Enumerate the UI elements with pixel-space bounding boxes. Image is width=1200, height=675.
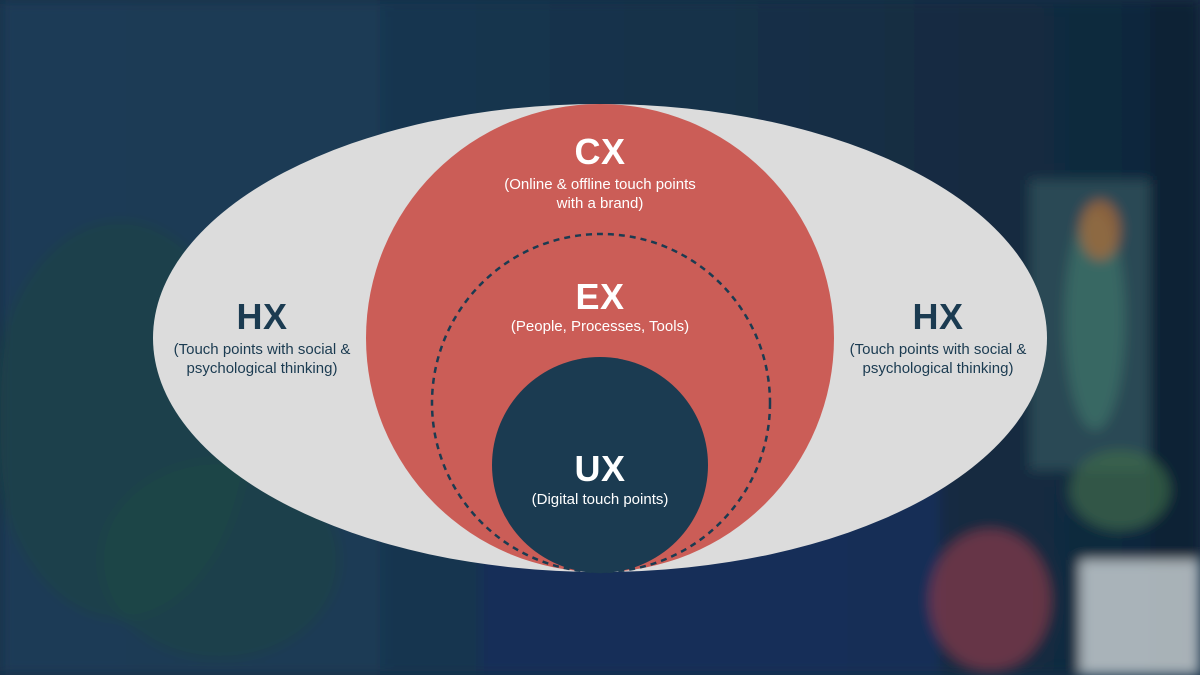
ex-title: EX [575,276,624,317]
hx-right-line2: psychological thinking) [863,360,1014,377]
hx-right-title: HX [912,296,963,337]
hx-left-line1: (Touch points with social & [174,341,351,358]
cx-line1: (Online & offline touch points [504,176,696,193]
ux-title: UX [574,448,625,489]
hx-left-title: HX [236,296,287,337]
hx-right-line1: (Touch points with social & [850,341,1027,358]
cx-line2: with a brand) [556,195,644,212]
ux-line1: (Digital touch points) [532,491,669,508]
ux-circle [492,357,708,573]
cx-title: CX [574,131,625,172]
cx-circle [366,104,834,572]
hx-left-line2: psychological thinking) [187,360,338,377]
ex-line1: (People, Processes, Tools) [511,318,689,335]
